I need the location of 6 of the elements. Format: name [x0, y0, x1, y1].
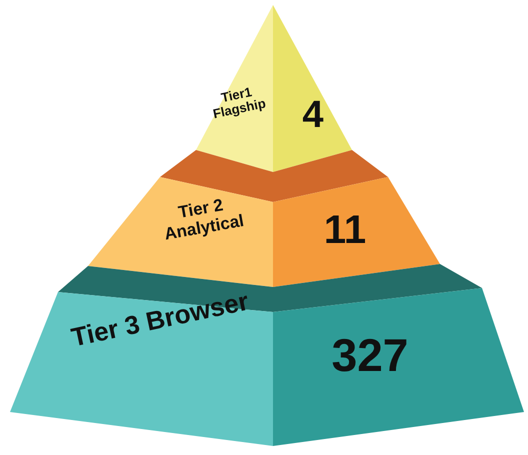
tier-count: 4 — [301, 95, 325, 137]
tier-label: Tier 2 Analytical — [162, 194, 246, 246]
tier-count: 327 — [330, 330, 410, 381]
tier-label: Tier1 Flagship — [210, 83, 268, 124]
tier-label: Tier 3 Browser — [68, 284, 252, 354]
tier-count: 11 — [322, 208, 368, 252]
